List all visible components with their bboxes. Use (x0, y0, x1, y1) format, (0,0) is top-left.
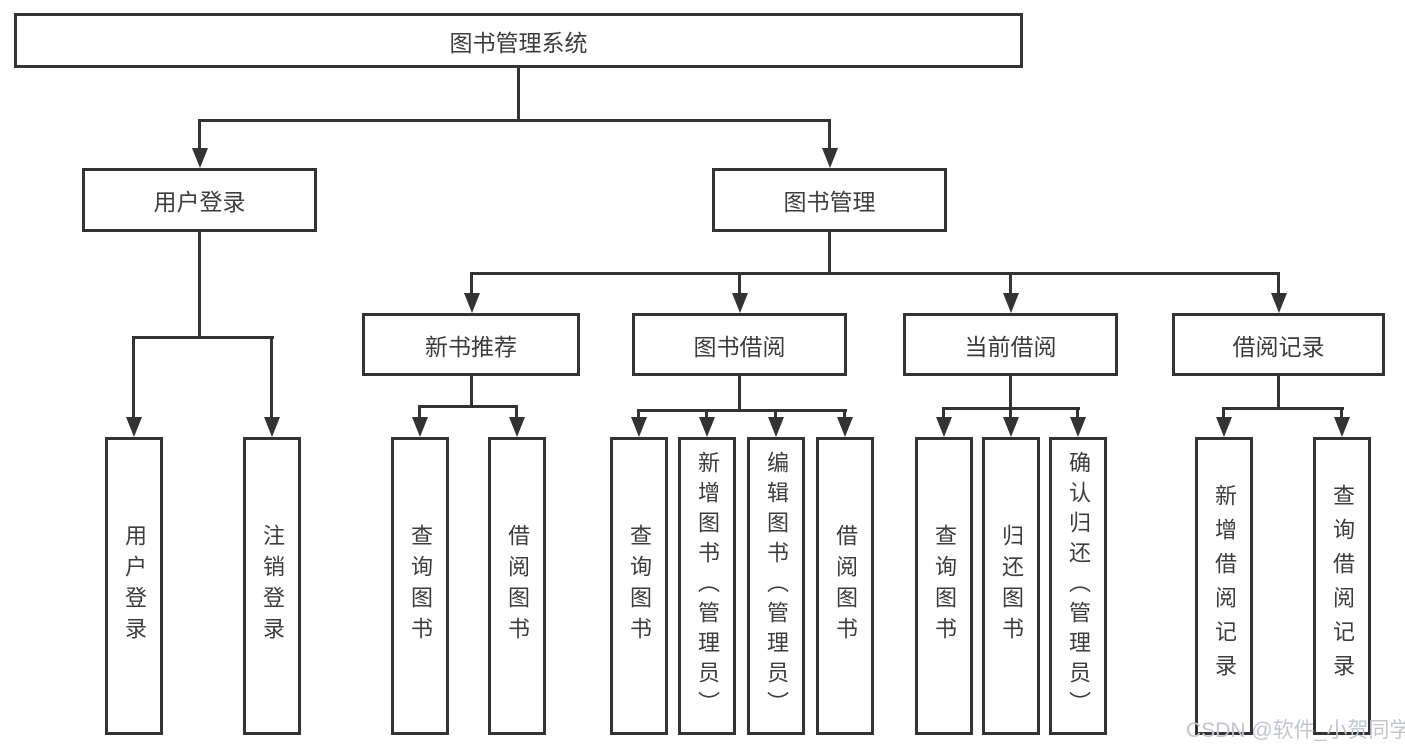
connector-new-book-bus (418, 405, 518, 408)
connector-drop-leaf-logout (270, 339, 273, 417)
arrow-down-icon (1070, 417, 1086, 437)
connector-drop-leaf (515, 408, 518, 418)
leaf-query-books-current: 查询图书 (915, 437, 973, 735)
connector-borrow-records-stem (1277, 376, 1280, 408)
leaf-borrow-books-recommend-label: 借阅图书 (505, 524, 530, 648)
arrow-down-icon (1271, 293, 1287, 313)
connector-drop-borrow-records (1277, 275, 1280, 295)
connector-root-bus (198, 119, 831, 122)
connector-drop-leaf-login (132, 339, 135, 417)
connector-current-borrow-stem (1009, 376, 1012, 408)
leaf-confirm-return-admin-label: 确认归还（管理员） (1066, 451, 1091, 721)
leaf-borrow-books-recommend: 借阅图书 (488, 437, 546, 735)
connector-drop-leaf (942, 410, 945, 418)
arrow-down-icon (126, 417, 142, 437)
leaf-query-borrow-record: 查询借阅记录 (1313, 437, 1371, 735)
node-book-borrow: 图书借阅 (632, 313, 847, 376)
node-new-book-recommend: 新书推荐 (362, 313, 580, 376)
node-current-borrow-label: 当前借阅 (964, 333, 1057, 360)
csdn-watermark: CSDN @软件_小贺同学 (1186, 719, 1405, 742)
leaf-query-books-current-label: 查询图书 (932, 524, 957, 648)
connector-drop-leaf (1340, 410, 1343, 418)
arrow-down-icon (264, 417, 280, 437)
leaf-add-borrow-record: 新增借阅记录 (1195, 437, 1253, 735)
connector-drop-leaf (705, 412, 708, 418)
connector-drop-current-borrow (1009, 275, 1012, 295)
connector-new-book-stem (470, 376, 473, 406)
node-book-management-label: 图书管理 (783, 189, 876, 215)
leaf-query-books-borrow: 查询图书 (610, 437, 668, 735)
connector-drop-new-book (470, 275, 473, 295)
arrow-down-icon (732, 293, 748, 313)
connector-drop-leaf (1222, 410, 1225, 418)
leaf-user-login-label: 用户登录 (122, 524, 147, 648)
connector-drop-user-login (198, 122, 201, 150)
leaf-query-books-recommend: 查询图书 (391, 437, 449, 735)
arrow-down-icon (192, 148, 208, 168)
connector-book-borrow-bus (637, 409, 847, 412)
arrow-down-icon (464, 293, 480, 313)
leaf-add-books-admin-label: 新增图书（管理员） (695, 451, 720, 721)
leaf-edit-books-admin-label: 编辑图书（管理员） (764, 451, 789, 721)
leaf-confirm-return-admin: 确认归还（管理员） (1049, 437, 1107, 735)
node-borrow-records: 借阅记录 (1172, 313, 1385, 376)
node-user-login-label: 用户登录 (153, 189, 246, 215)
leaf-edit-books-admin: 编辑图书（管理员） (747, 437, 805, 735)
arrow-down-icon (412, 417, 428, 437)
connector-root-stem (517, 68, 520, 122)
arrow-down-icon (699, 417, 715, 437)
arrow-down-icon (822, 148, 838, 168)
leaf-return-books-label: 归还图书 (999, 524, 1024, 648)
connector-current-borrow-bus (942, 407, 1080, 410)
node-root-label: 图书管理系统 (449, 29, 588, 56)
arrow-down-icon (509, 417, 525, 437)
arrow-down-icon (1003, 417, 1019, 437)
leaf-borrow-books: 借阅图书 (816, 437, 874, 735)
connector-user-login-stem (198, 232, 201, 336)
arrow-down-icon (1216, 417, 1232, 437)
leaf-borrow-books-label: 借阅图书 (833, 524, 858, 648)
connector-drop-leaf (1009, 410, 1012, 418)
leaf-user-login: 用户登录 (105, 437, 163, 735)
connector-drop-leaf (843, 412, 846, 418)
leaf-logout-label: 注销登录 (260, 524, 285, 648)
leaf-logout: 注销登录 (243, 437, 301, 735)
arrow-down-icon (768, 417, 784, 437)
connector-borrow-records-bus (1222, 407, 1344, 410)
leaf-return-books: 归还图书 (982, 437, 1040, 735)
node-book-borrow-label: 图书借阅 (693, 333, 786, 360)
node-user-login: 用户登录 (82, 168, 317, 232)
node-borrow-records-label: 借阅记录 (1232, 333, 1325, 360)
arrow-down-icon (631, 417, 647, 437)
arrow-down-icon (1003, 293, 1019, 313)
connector-drop-leaf (637, 412, 640, 418)
node-root: 图书管理系统 (14, 13, 1023, 68)
node-current-borrow: 当前借阅 (903, 313, 1118, 376)
connector-user-login-bus (132, 336, 274, 339)
arrow-down-icon (837, 417, 853, 437)
arrow-down-icon (936, 417, 952, 437)
connector-book-borrow-stem (738, 376, 741, 410)
leaf-query-books-recommend-label: 查询图书 (408, 524, 433, 648)
connector-drop-book-borrow (738, 275, 741, 295)
connector-book-mgmt-bus (470, 272, 1280, 275)
connector-drop-book-mgmt (828, 122, 831, 150)
arrow-down-icon (1334, 417, 1350, 437)
connector-drop-leaf (418, 408, 421, 418)
leaf-query-books-borrow-label: 查询图书 (627, 524, 652, 648)
leaf-add-books-admin: 新增图书（管理员） (678, 437, 736, 735)
leaf-add-borrow-record-label: 新增借阅记录 (1212, 484, 1237, 688)
connector-drop-leaf (774, 412, 777, 418)
connector-book-mgmt-stem (828, 232, 831, 275)
leaf-query-borrow-record-label: 查询借阅记录 (1330, 484, 1355, 688)
node-book-management: 图书管理 (712, 168, 947, 232)
node-new-book-recommend-label: 新书推荐 (425, 333, 517, 360)
connector-drop-leaf (1076, 410, 1079, 418)
